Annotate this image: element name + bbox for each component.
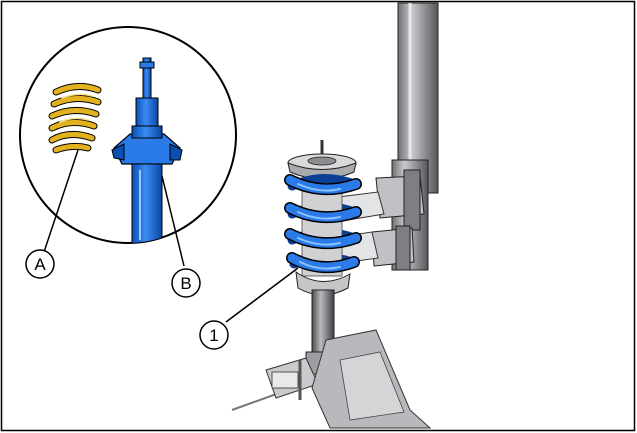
blue-shock-absorber-rod [111, 57, 183, 243]
upper-spring-seat [287, 140, 357, 180]
leader-line-a [43, 149, 79, 253]
callout-a: A [25, 249, 55, 279]
lower-spring-seat [295, 270, 351, 296]
callout-a-label: A [34, 255, 46, 274]
blue-coil-spring [284, 173, 362, 277]
callout-b-label: B [180, 274, 191, 293]
leader-line-1 [225, 267, 299, 323]
spring-compressor-column [371, 2, 439, 271]
bench-vise [231, 329, 432, 429]
leader-line-b [161, 175, 185, 267]
small-gold-spring [48, 83, 102, 154]
detail-circle [19, 26, 237, 244]
callout-1: 1 [199, 320, 229, 350]
callout-1-label: 1 [209, 326, 218, 345]
callout-b: B [171, 268, 201, 298]
